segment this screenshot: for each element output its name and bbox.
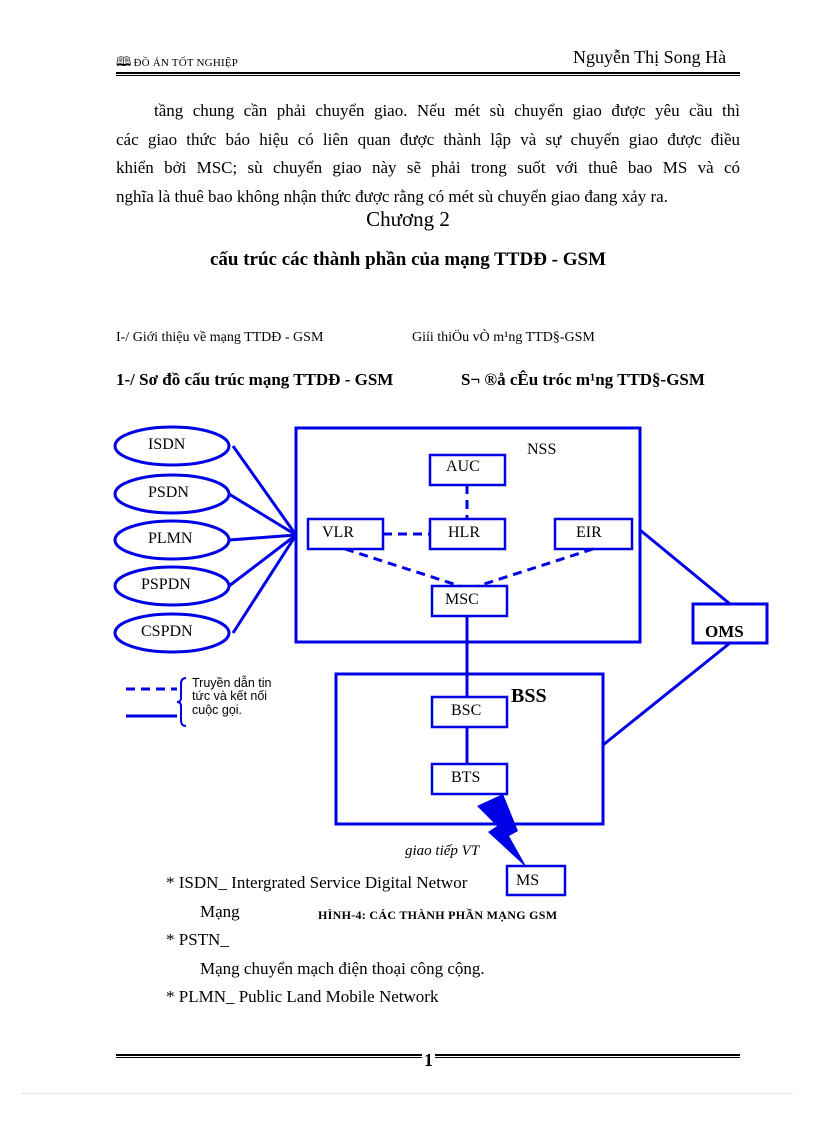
page-number: 1: [422, 1050, 435, 1071]
section1-garbled: Giíi thiÖu vÒ m¹ng TTD§-GSM: [412, 330, 595, 345]
msc-label: MSC: [445, 591, 479, 608]
paragraph-line: các giao thức báo hiệu có liên quan được…: [116, 129, 740, 149]
vlr-label: VLR: [322, 524, 354, 541]
eir-label: EIR: [576, 524, 602, 541]
section2-heading: 1-/ Sơ đồ cấu trúc mạng TTDĐ - GSM: [116, 370, 394, 389]
legend-brace-icon: [176, 677, 187, 727]
header-left: 🕮ĐỒ ÁN TỐT NGHIỆP: [116, 53, 238, 75]
header-author: Nguyễn Thị Song Hà: [573, 47, 727, 67]
hlr-label: HLR: [448, 524, 480, 541]
list-item: * PLMN_ Public Land Mobile Network: [166, 987, 439, 1006]
legend-line-1: Truyền dẫn tin: [192, 676, 272, 690]
msc-box: [430, 584, 509, 618]
network-label-plmn: PLMN: [148, 530, 193, 547]
list-item: * ISDN_ Intergrated Service Digital Netw…: [166, 873, 468, 892]
bts-box: [430, 762, 509, 796]
list-item: * PSTN_: [166, 930, 229, 949]
paragraph-line: khiển bởi MSC; sù chuyển giao này sẽ phả…: [116, 158, 740, 178]
section1-heading: I-/ Giới thiệu về mạng TTDĐ - GSM: [116, 330, 324, 345]
ms-label: MS: [516, 872, 540, 889]
eir-box: [553, 517, 634, 551]
page-bottom-dotted-line: [22, 1093, 794, 1094]
network-label-cspdn: CSPDN: [141, 623, 193, 640]
list-item: Mạng: [200, 902, 240, 921]
network-label-pspdn: PSPDN: [141, 576, 191, 593]
radio-link-bolt-icon: [477, 794, 527, 868]
bss-box: [334, 672, 605, 826]
traffic-links: [465, 528, 731, 764]
paragraph-line: nghĩa là thuê bao không nhận thức được r…: [116, 186, 668, 206]
signalling-links: [344, 485, 594, 588]
bsc-box: [430, 695, 509, 729]
paragraph-line: tầng chung cần phải chuyển giao. Nếu mét…: [154, 101, 740, 120]
header-rule-thin: [116, 75, 740, 76]
bss-label: BSS: [511, 685, 547, 707]
ms-box: [505, 864, 567, 897]
network-label-isdn: ISDN: [148, 436, 186, 453]
bts-label: BTS: [451, 769, 481, 786]
figure-caption: HÌNH-4: CÁC THÀNH PHẦN MẠNG GSM: [318, 908, 558, 922]
oms-label: OMS: [705, 622, 744, 641]
radio-interface-label: giao tiếp VT: [405, 843, 480, 859]
network-label-psdn: PSDN: [148, 484, 189, 501]
nss-label: NSS: [527, 441, 557, 458]
chapter-title: Chương 2: [366, 207, 450, 231]
chapter-subtitle: cấu trúc các thành phần của mạng TTDĐ - …: [209, 249, 607, 270]
body-paragraph: tầng chung cần phải chuyển giao. Nếu mét…: [116, 97, 740, 211]
legend-line-3: cuộc gọi.: [192, 703, 243, 717]
header-rule: [116, 72, 740, 74]
section2-garbled: S¬ ®å cÊu tróc m¹ng TTD§-GSM: [461, 370, 705, 389]
book-icon: 🕮: [116, 54, 132, 69]
legend-line-2: tức và kết nối: [192, 689, 268, 703]
auc-label: AUC: [446, 458, 480, 475]
list-item: Mạng chuyển mạch điện thoại công cộng.: [200, 959, 485, 978]
network-ellipse-isdn: [113, 425, 231, 467]
network-connectors: [228, 445, 298, 634]
header-left-label: ĐỒ ÁN TỐT NGHIỆP: [133, 57, 239, 69]
network-ellipse-cspdn: [113, 612, 231, 654]
bsc-label: BSC: [451, 702, 482, 719]
